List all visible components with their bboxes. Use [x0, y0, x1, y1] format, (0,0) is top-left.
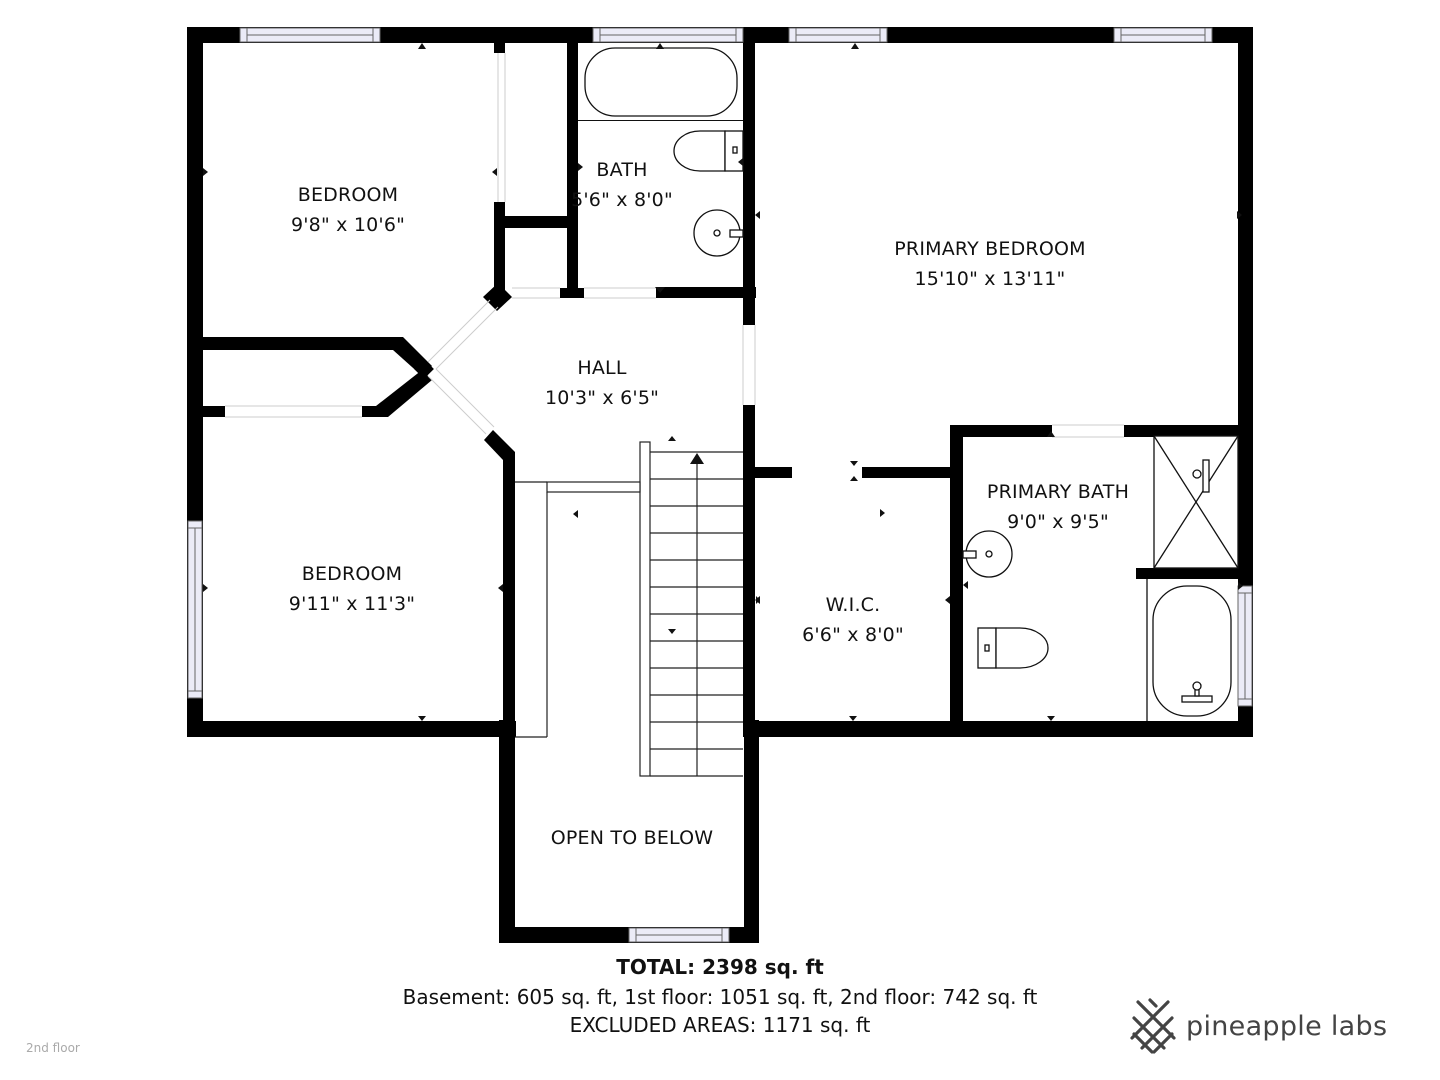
sink-icon-primary: [962, 530, 1013, 578]
door-openings: [225, 53, 1124, 438]
room-bedroom-2: BEDROOM 9'11" x 11'3": [289, 563, 415, 615]
room-name: W.I.C.: [826, 594, 881, 616]
room-name: BEDROOM: [298, 184, 399, 206]
window-primary-top-right: [1113, 27, 1213, 43]
floor-name-label: 2nd floor: [26, 1041, 80, 1055]
room-dimensions: 15'10" x 13'11": [915, 268, 1066, 290]
walls: [187, 27, 1253, 943]
shower-icon: [1153, 435, 1239, 569]
room-name: OPEN TO BELOW: [551, 827, 714, 849]
total-area: TOTAL: 2398 sq. ft: [616, 955, 824, 979]
window-primary-top-left: [788, 27, 888, 43]
window-primary-bath-right: [1237, 585, 1253, 707]
toilet-icon-primary: [977, 627, 1049, 669]
window-bath-top: [592, 27, 744, 43]
room-hall: HALL 10'3" x 6'5": [545, 357, 659, 409]
room-bedroom-1: BEDROOM 9'8" x 10'6": [291, 184, 405, 236]
room-dimensions: 9'0" x 9'5": [1007, 511, 1109, 533]
room-name: PRIMARY BATH: [987, 481, 1129, 503]
toilet-icon: [673, 130, 744, 172]
bathtub-icon: [584, 47, 738, 117]
dimension-markers: [203, 43, 1243, 721]
brand-logo: pineapple labs: [1130, 998, 1387, 1054]
brand-name: pineapple labs: [1186, 1010, 1388, 1042]
room-bath: BATH 5'6" x 8'0": [571, 159, 673, 211]
room-name: HALL: [577, 357, 626, 379]
room-dimensions: 6'6" x 8'0": [802, 624, 904, 646]
room-wic: W.I.C. 6'6" x 8'0": [802, 594, 904, 646]
room-open-to-below: OPEN TO BELOW: [551, 827, 714, 849]
bathtub-icon-primary: [1152, 585, 1232, 717]
room-name: BEDROOM: [302, 563, 403, 585]
window-open-below-bottom: [628, 927, 730, 943]
pineapple-lattice-icon: [1130, 998, 1176, 1054]
room-primary-bedroom: PRIMARY BEDROOM 15'10" x 13'11": [894, 238, 1085, 290]
room-dimensions: 5'6" x 8'0": [571, 189, 673, 211]
room-dimensions: 9'11" x 11'3": [289, 593, 415, 615]
window-bedroom1-top: [239, 27, 381, 43]
area-breakdown: Basement: 605 sq. ft, 1st floor: 1051 sq…: [402, 985, 1038, 1009]
windows: [187, 27, 1253, 943]
bath-fixtures: [578, 47, 1239, 721]
room-dimensions: 10'3" x 6'5": [545, 387, 659, 409]
room-name: BATH: [596, 159, 647, 181]
room-dimensions: 9'8" x 10'6": [291, 214, 405, 236]
sink-icon: [693, 209, 744, 257]
room-primary-bath: PRIMARY BATH 9'0" x 9'5": [987, 481, 1129, 533]
stairs-icon: [515, 441, 743, 777]
window-bedroom2-left: [187, 520, 203, 699]
excluded-areas: EXCLUDED AREAS: 1171 sq. ft: [569, 1013, 871, 1037]
room-name: PRIMARY BEDROOM: [894, 238, 1085, 260]
